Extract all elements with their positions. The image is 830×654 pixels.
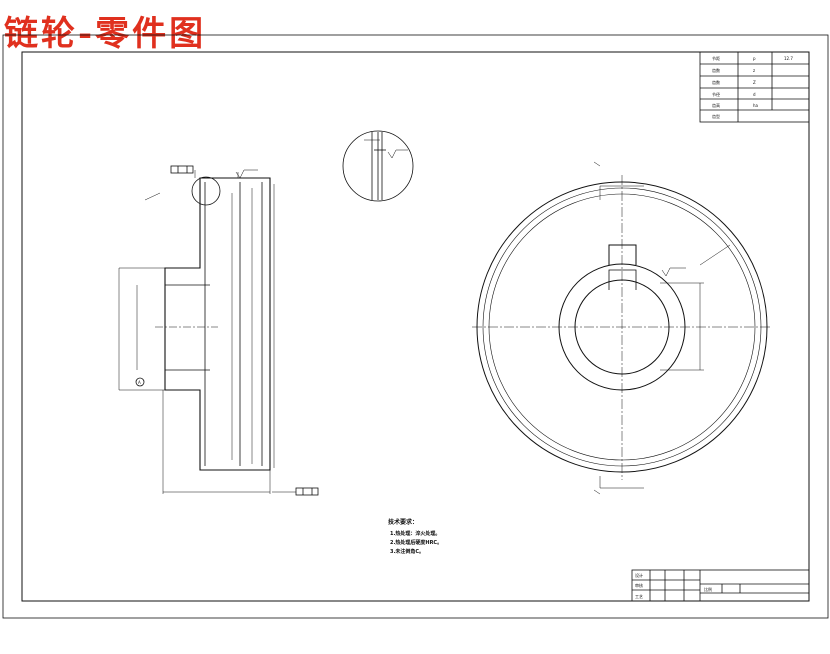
datum-letter: A [138, 380, 141, 385]
drawing-frame [21, 51, 810, 602]
front-view [472, 161, 772, 495]
title-block [631, 569, 810, 602]
param-label: 齿型 [712, 113, 720, 119]
param-symbol: Z [753, 80, 756, 85]
param-label: 齿数 [712, 67, 720, 73]
scale-label: 比例 [704, 586, 712, 592]
param-symbol: ha [753, 103, 759, 108]
param-symbol: p [753, 56, 756, 61]
param-table [699, 51, 810, 123]
param-label: 齿数 [712, 79, 720, 85]
param-label: 节距 [712, 56, 720, 61]
param-symbol: d [753, 92, 756, 97]
param-symbol: z [753, 68, 755, 73]
tech-req-item: 3.未注倒角C。 [390, 548, 424, 555]
param-label: 齿高 [712, 102, 720, 108]
section-view [118, 165, 319, 496]
title-block-row: 审核 [635, 582, 643, 588]
param-value: 12.7 [784, 56, 793, 61]
title-block-row: 工艺 [635, 594, 643, 599]
tech-req-heading: 技术要求： [388, 518, 418, 526]
param-label: 节径 [712, 91, 720, 97]
detail-view [342, 130, 414, 202]
drawing-title: 链轮-零件图 [4, 14, 207, 54]
technical-requirements: 技术要求： 1.热处理：淬火处理。 2.热处理后硬度HRC。 3.未注倒角C。 [388, 518, 442, 555]
title-block-text: 设计 审核 工艺 比例 [635, 572, 712, 599]
datum-marker [135, 377, 145, 387]
outer-border [2, 34, 829, 619]
title-block-row: 设计 [635, 572, 643, 578]
param-table-text: 节距 p 12.7 齿数 z 齿数 Z 节径 d 齿高 ha 齿型 [712, 56, 793, 119]
tech-req-item: 2.热处理后硬度HRC。 [390, 539, 442, 546]
tech-req-item: 1.热处理：淬火处理。 [390, 530, 440, 537]
